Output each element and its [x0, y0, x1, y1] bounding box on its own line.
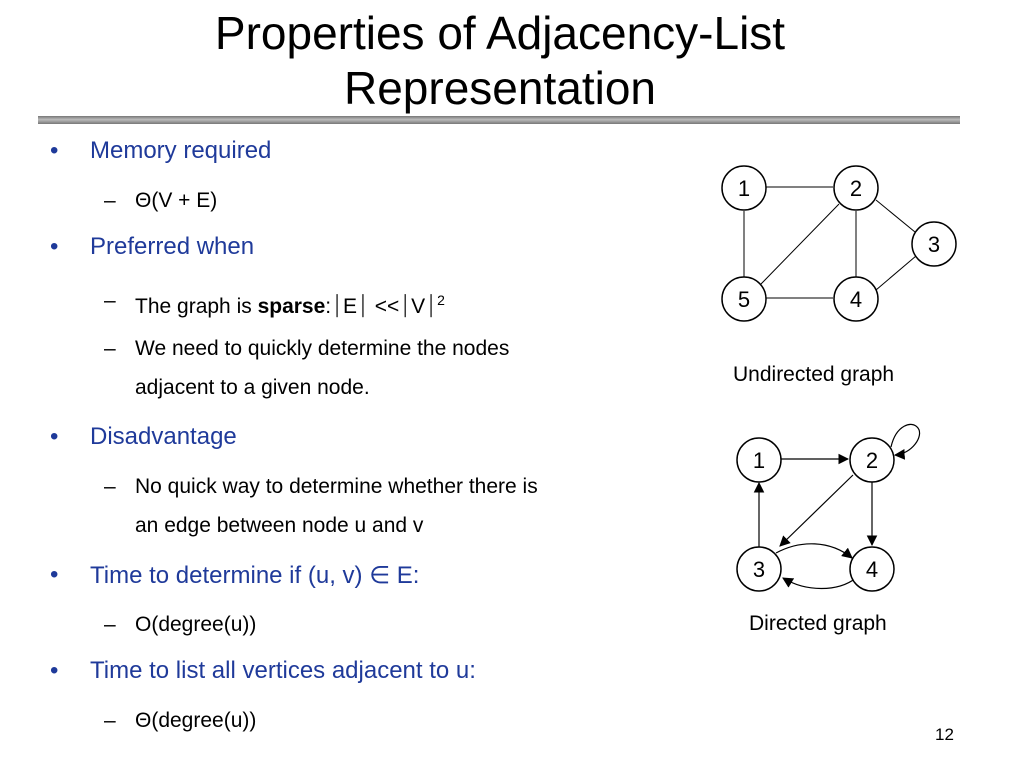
- sub-bullet-line-1: No quick way to determine whether there …: [135, 475, 538, 498]
- u-node-5-label: 5: [738, 287, 750, 312]
- sub-bullet-text: Θ(V + E): [135, 189, 218, 212]
- edge-2-3: [875, 199, 916, 233]
- u-node-4-circle: [833, 276, 879, 322]
- edge-3-4: [875, 255, 917, 291]
- slide-title: Properties of Adjacency-List Representat…: [0, 6, 1000, 116]
- bullet-marker: •: [50, 423, 59, 450]
- dash-marker: –: [104, 475, 116, 498]
- arc-2-2-self-loop: [890, 423, 921, 460]
- u-node-2-label: 2: [850, 176, 862, 201]
- sub-bullet-text: We need to quickly determine the nodes a…: [135, 329, 509, 407]
- undirected-nodes: [721, 165, 957, 322]
- undirected-edges: [743, 186, 917, 299]
- d-node-2-circle: [849, 437, 895, 483]
- bullet-label: Time to list all vertices adjacent to u:: [90, 657, 476, 684]
- sparse-suffix: :⏐E⏐ <<⏐V⏐: [325, 295, 438, 318]
- bullet-marker: •: [50, 561, 59, 588]
- bullet-marker: •: [50, 137, 59, 164]
- undirected-graph-caption: Undirected graph: [733, 363, 895, 386]
- title-line-2: Representation: [344, 62, 656, 114]
- sub-bullet-text: O(degree(u)): [135, 613, 257, 636]
- u-node-3-circle: [911, 221, 957, 267]
- sub-bullet-line-2: an edge between node u and v: [135, 514, 424, 537]
- u-node-1-label: 1: [738, 176, 750, 201]
- bullet-marker: •: [50, 233, 59, 260]
- dash-marker: –: [104, 613, 116, 636]
- sub-bullet-text: The graph is sparse:⏐E⏐ <<⏐V⏐2: [135, 281, 445, 326]
- bullet-label: Time to determine if (u, v) ∈ E:: [90, 562, 420, 589]
- sub-bullet-text: Θ(degree(u)): [135, 709, 257, 732]
- sub-bullet-line-1: We need to quickly determine the nodes: [135, 337, 510, 360]
- directed-nodes: [736, 437, 895, 592]
- directed-edges: [753, 423, 921, 590]
- d-node-1-label: 1: [753, 448, 765, 473]
- bullet-marker: •: [50, 657, 59, 684]
- d-node-3-circle: [736, 546, 782, 592]
- title-divider: [38, 116, 960, 124]
- d-node-1-circle: [736, 437, 782, 483]
- dash-marker: –: [104, 337, 116, 360]
- u-node-2-circle: [833, 165, 879, 211]
- sparse-bold: sparse: [257, 295, 326, 318]
- sparse-prefix: The graph is: [135, 295, 258, 318]
- sub-bullet-text: No quick way to determine whether there …: [135, 467, 538, 545]
- arc-2-3: [779, 474, 854, 547]
- sparse-superscript: 2: [437, 292, 445, 308]
- dash-marker: –: [104, 189, 116, 212]
- bullet-label: Memory required: [90, 137, 272, 164]
- arc-3-4: [775, 543, 853, 559]
- title-line-1: Properties of Adjacency-List: [214, 7, 786, 59]
- bullet-label: Preferred when: [90, 233, 255, 260]
- sub-bullet-line-2: adjacent to a given node.: [135, 376, 370, 399]
- dash-marker: –: [104, 709, 116, 732]
- u-node-1-circle: [721, 165, 767, 211]
- bullet-label: Disadvantage: [90, 423, 237, 450]
- d-node-3-label: 3: [753, 557, 765, 582]
- directed-graph-caption: Directed graph: [749, 612, 887, 635]
- arc-4-3: [782, 577, 857, 590]
- dash-marker: –: [104, 289, 116, 312]
- d-node-4-circle: [849, 546, 895, 592]
- d-node-2-label: 2: [866, 448, 878, 473]
- edge-2-5: [760, 203, 840, 285]
- page-number: 12: [935, 725, 954, 744]
- d-node-4-label: 4: [866, 557, 878, 582]
- u-node-3-label: 3: [928, 232, 940, 257]
- u-node-5-circle: [721, 276, 767, 322]
- u-node-4-label: 4: [850, 287, 862, 312]
